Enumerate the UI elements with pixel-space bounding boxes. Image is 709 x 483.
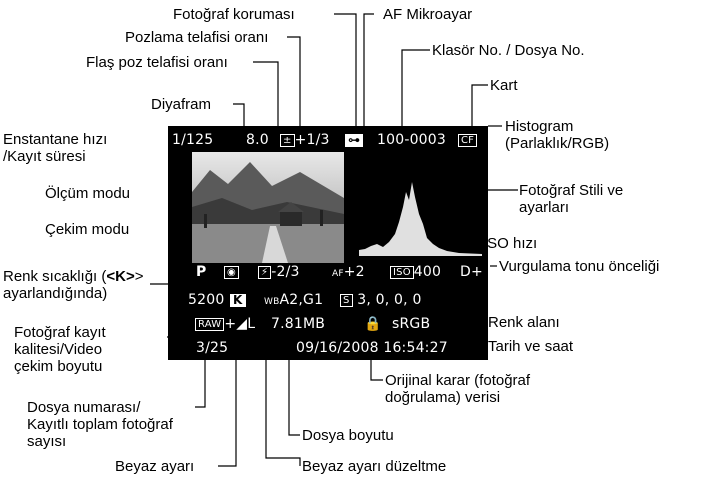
line-af-micro (363, 13, 374, 126)
highlight-tone: D+ (460, 264, 483, 280)
label-white-balance: Beyaz ayarı (115, 458, 195, 475)
protect-icon: ⊶ (345, 133, 364, 147)
label-flash-comp: Flaş poz telafisi oranı (86, 54, 228, 71)
histogram (359, 152, 482, 256)
metering-mode: ◉ (224, 264, 239, 280)
label-metering: Ölçüm modu (45, 185, 131, 202)
folder-file-number: 100-0003 (377, 132, 447, 148)
flash-comp-icon: ⚡ (258, 265, 272, 279)
shooting-mode: P (196, 264, 207, 280)
label-folder-file: Klasör No. / Dosya No. (432, 42, 585, 59)
protect-indicator: ⊶ (345, 132, 364, 148)
label-photo-protect: Fotoğraf koruması (173, 6, 295, 23)
label-card: Kart (490, 77, 518, 94)
line-white-balance (218, 318, 237, 467)
label-date-time: Tarih ve saat (488, 338, 574, 355)
metering-icon: ◉ (224, 265, 239, 279)
exposure-comp: ±+1/3 (280, 132, 330, 148)
label-file-size: Dosya boyutu (302, 427, 394, 444)
af-micro: AF+2 (332, 264, 365, 280)
color-space: sRGB (392, 316, 431, 332)
lock-icon: 🔒 (364, 316, 382, 332)
label-quality: Fotoğraf kayıt kalitesi/Video çekim boyu… (14, 324, 106, 375)
picture-style-icon: S (340, 293, 353, 307)
label-original: Orijinal karar (fotoğraf doğrulama) veri… (385, 372, 531, 406)
file-number: 3/25 (196, 340, 229, 356)
k-indicator: K (230, 292, 246, 308)
file-size: 7.81MB (271, 316, 326, 332)
label-color-temp: Renk sıcaklığı (<K>> ayarlandığında) (3, 268, 144, 302)
card-indicator: CF (458, 132, 478, 148)
exposure-comp-icon: ± (280, 133, 295, 147)
label-histogram: Histogram (Parlaklık/RGB) (505, 118, 610, 152)
label-highlight-tone: Vurgulama tonu önceliği (499, 258, 660, 275)
line-exposure-comp (287, 36, 301, 126)
label-exposure-comp: Pozlama telafisi oranı (125, 29, 269, 46)
k-icon: K (230, 293, 246, 307)
raw-icon: RAW (195, 317, 225, 331)
line-file-size (288, 330, 300, 436)
line-folder-file (401, 49, 430, 126)
label-wb-correction: Beyaz ayarı düzeltme (302, 458, 447, 475)
label-iso: ISO hızı (483, 235, 538, 252)
date-time: 09/16/2008 16:54:27 (296, 340, 448, 356)
label-aperture: Diyafram (151, 96, 212, 113)
af-micro-icon: AF (332, 269, 344, 279)
line-photo-protect (334, 13, 357, 126)
line-wb-correction (265, 318, 301, 466)
iso-icon: ISO (390, 265, 414, 279)
cf-card-icon: CF (458, 133, 478, 147)
quality: RAW+◢L (195, 316, 255, 332)
color-temp: 5200 (188, 292, 225, 308)
picture-style: S 3, 0, 0, 0 (340, 292, 422, 308)
label-shooting-mode: Çekim modu (45, 221, 130, 238)
photo-thumbnail (192, 152, 344, 263)
aperture-value: 8.0 (246, 132, 269, 148)
wb-icon: WB (264, 297, 280, 307)
label-shutter: Enstantane hızı /Kayıt süresi (3, 131, 108, 165)
wb-correction: WBA2,G1 (264, 292, 324, 308)
flash-comp: ⚡-2/3 (258, 264, 300, 280)
line-file-number (195, 360, 206, 408)
label-af-micro: AF Mikroayar (383, 6, 473, 23)
label-picture-style: Fotoğraf Stili ve ayarları (519, 182, 624, 216)
label-file-number: Dosya numarası/ Kayıtlı toplam fotoğraf … (27, 399, 173, 450)
line-aperture (233, 103, 245, 126)
line-card (471, 84, 488, 126)
line-original (370, 356, 383, 381)
shutter-speed: 1/125 (172, 132, 214, 148)
label-color-space: Renk alanı (488, 314, 560, 331)
